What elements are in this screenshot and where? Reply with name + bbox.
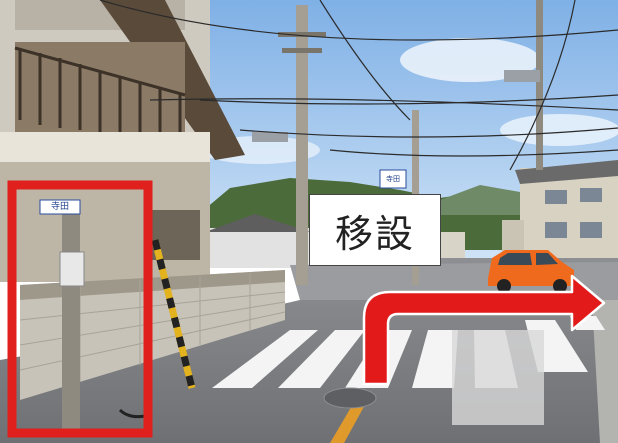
- pole-sign-text: 寺田: [50, 202, 69, 212]
- orange-car: [488, 250, 574, 293]
- power-lines: [99, 0, 618, 171]
- relocation-arrow: [362, 274, 606, 386]
- old-pole: [62, 200, 80, 430]
- relocation-label: 移設: [309, 194, 441, 266]
- highlight-box: [7, 180, 153, 438]
- manhole: [323, 387, 377, 409]
- utility-pole: [296, 5, 308, 285]
- road-sign-text: 寺田: [386, 175, 400, 183]
- utility-pole: [536, 0, 543, 170]
- pole-sign: [39, 199, 81, 215]
- right-building-roof: [515, 160, 618, 184]
- balcony-rail: [14, 46, 186, 140]
- mid-house: [210, 228, 310, 268]
- cloud: [500, 114, 618, 146]
- road-sign: [379, 169, 407, 189]
- blurred-area: [452, 330, 544, 425]
